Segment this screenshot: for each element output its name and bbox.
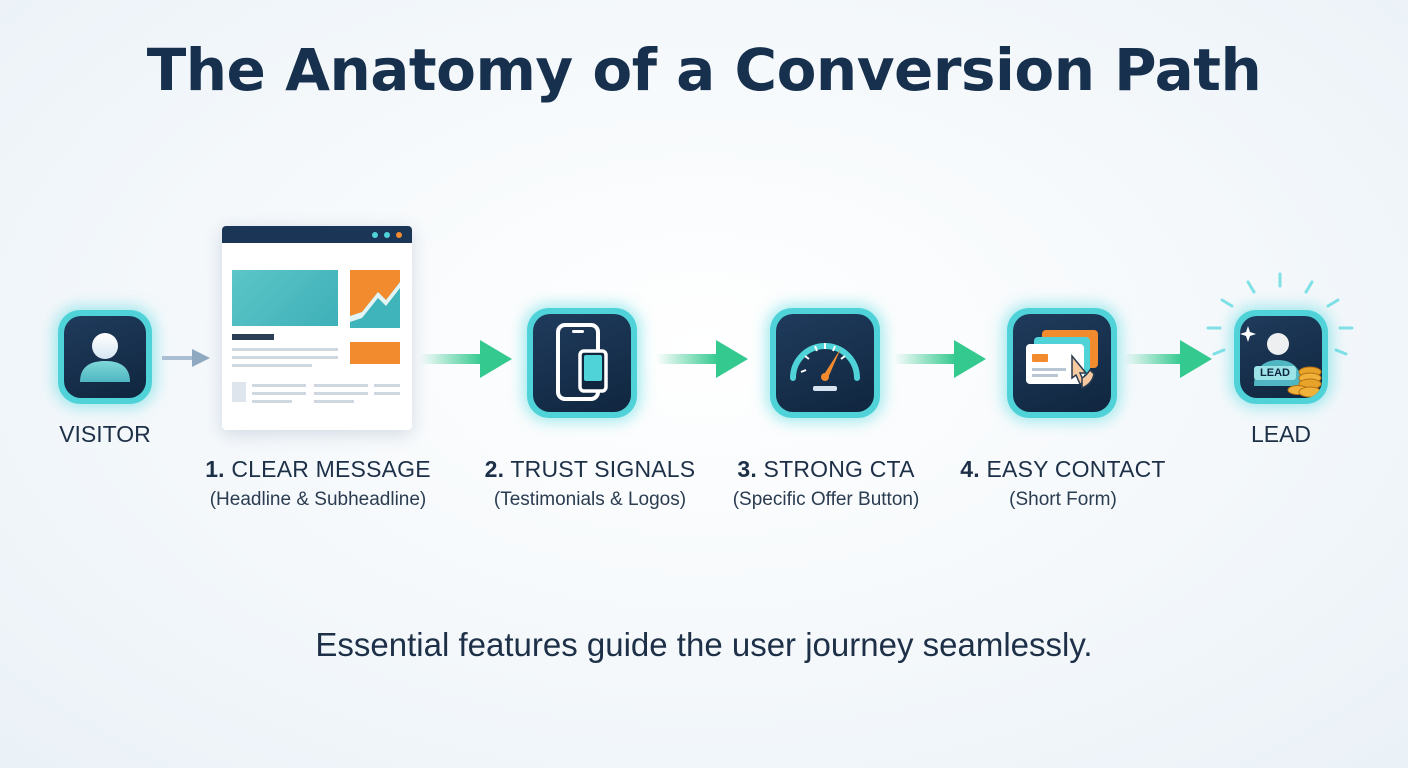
- step-2-node: [527, 308, 637, 418]
- lead-label: LEAD: [1250, 421, 1312, 447]
- step-3-number: 3.: [737, 456, 757, 482]
- visitor-label: VISITOR: [59, 421, 151, 447]
- arrow-step2-to-step3: [656, 340, 748, 378]
- step-4-label: 4. EASY CONTACT (Short Form): [950, 456, 1176, 511]
- speedometer-icon: [790, 343, 860, 391]
- step-1-title: CLEAR MESSAGE: [231, 456, 431, 482]
- arrow-step1-to-step2: [420, 340, 512, 378]
- step-1-number: 1.: [205, 456, 225, 482]
- arrow-step3-to-step4: [894, 340, 986, 378]
- step-1-label: 1. CLEAR MESSAGE (Headline & Subheadline…: [180, 456, 456, 511]
- step-3-label: 3. STRONG CTA (Specific Offer Button): [704, 456, 948, 511]
- step-3-subtitle: (Specific Offer Button): [732, 489, 920, 510]
- step-2-label: 2. TRUST SIGNALS (Testimonials & Logos): [458, 456, 722, 511]
- step-3-title: STRONG CTA: [763, 456, 915, 482]
- visitor-node: [58, 310, 152, 404]
- arrow-step4-to-lead: [1124, 340, 1212, 378]
- step-3-node: [770, 308, 880, 418]
- step-2-subtitle: (Testimonials & Logos): [493, 489, 687, 510]
- lead-glow-rays: [1206, 272, 1354, 356]
- page-title: The Anatomy of a Conversion Path: [146, 36, 1262, 104]
- lead-badge: LEAD: [1254, 366, 1296, 380]
- form-click-icon: [1026, 330, 1098, 390]
- step-2-title: TRUST SIGNALS: [510, 456, 696, 482]
- step-4-number: 4.: [960, 456, 980, 482]
- step-4-subtitle: (Short Form): [1009, 489, 1117, 510]
- arrow-visitor-to-step1: [162, 349, 210, 367]
- web-page-mockup-icon: [222, 226, 412, 430]
- mobile-phone-icon: [556, 323, 608, 401]
- step-4-node: [1007, 308, 1117, 418]
- lead-user-coins-icon: [1240, 326, 1322, 398]
- user-icon: [80, 333, 130, 382]
- lead-node: LEAD: [1234, 310, 1328, 404]
- step-1-subtitle: (Headline & Subheadline): [209, 489, 427, 510]
- step-2-number: 2.: [484, 456, 505, 482]
- step-4-title: EASY CONTACT: [986, 456, 1166, 482]
- tagline: Essential features guide the user journe…: [315, 626, 1093, 663]
